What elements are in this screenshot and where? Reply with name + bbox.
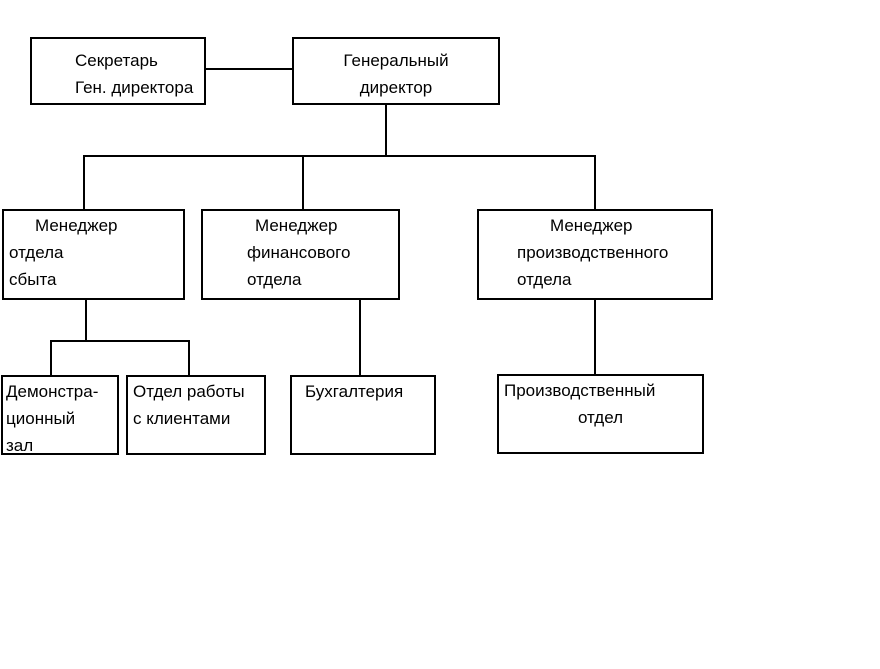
org-box-text-line: директор <box>359 78 433 97</box>
org-box-production-dept: Производственный отдел <box>497 374 704 454</box>
org-box-text-line: Секретарь <box>75 51 158 70</box>
connector-drop-finance-manager <box>302 155 304 209</box>
org-box-production-manager: Менеджер производственного отдела <box>477 209 713 300</box>
org-box-text-line: Демонстра- <box>6 382 99 401</box>
org-box-text-line: Ген. директора <box>75 78 194 97</box>
connector-general-director-stem <box>385 105 387 156</box>
connector-managers-branch <box>83 155 596 157</box>
org-box-text-line: сбыта <box>9 270 57 289</box>
org-box-text-line: отдела <box>517 270 572 289</box>
connector-drop-clients-dept <box>188 340 190 375</box>
org-box-text-line: Производственный <box>504 381 656 400</box>
connector-production-manager-dept <box>594 300 596 374</box>
connector-finance-accounting <box>359 300 361 375</box>
org-box-accounting: Бухгалтерия <box>290 375 436 455</box>
org-box-text-line: Бухгалтерия <box>305 382 404 401</box>
org-box-text-line: Генеральный <box>343 51 449 70</box>
org-box-text-line: отдела <box>9 243 64 262</box>
connector-sales-branch <box>50 340 190 342</box>
org-box-text-line: отдел <box>577 408 624 427</box>
connector-secretary-general <box>206 68 292 70</box>
org-box-finance-manager: Менеджер финансового отдела <box>201 209 400 300</box>
org-box-text-line: Менеджер <box>35 216 118 235</box>
org-box-text-line: с клиентами <box>133 409 231 428</box>
org-box-general-director: Генеральный директор <box>292 37 500 105</box>
org-box-text-line: зал <box>6 436 34 455</box>
org-box-demo-hall: Демонстра- ционный зал <box>1 375 119 455</box>
org-box-text-line: ционный <box>6 409 76 428</box>
connector-sales-manager-stem <box>85 300 87 340</box>
org-box-clients-dept: Отдел работы с клиентами <box>126 375 266 455</box>
org-box-text-line: Менеджер <box>255 216 338 235</box>
org-box-text-line: Отдел работы <box>133 382 245 401</box>
connector-drop-sales-manager <box>83 155 85 209</box>
connector-drop-production-manager <box>594 155 596 209</box>
org-box-text-line: отдела <box>247 270 302 289</box>
org-box-text-line: финансового <box>247 243 351 262</box>
org-box-text-line: производственного <box>517 243 669 262</box>
org-box-secretary: Секретарь Ген. директора <box>30 37 206 105</box>
org-box-sales-manager: Менеджер отдела сбыта <box>2 209 185 300</box>
org-box-text-line: Менеджер <box>550 216 633 235</box>
connector-drop-demo-hall <box>50 340 52 375</box>
